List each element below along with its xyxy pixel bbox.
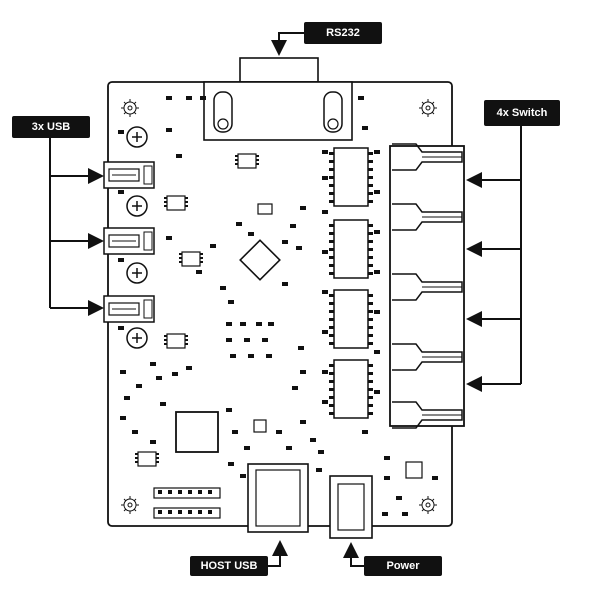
switch-ports — [389, 143, 465, 429]
rs232-connector — [203, 57, 353, 141]
magnetics-column — [328, 147, 374, 419]
callout-lines — [49, 32, 522, 567]
main-soc-chip — [239, 239, 281, 281]
rs232-label: RS232 — [304, 22, 382, 44]
host-usb-connector — [247, 463, 309, 533]
small-ics — [134, 153, 423, 479]
large-chip — [175, 411, 219, 453]
switch-label: 4x Switch — [484, 100, 560, 126]
pin-headers — [153, 487, 221, 519]
host-usb-label: HOST USB — [190, 556, 268, 576]
power-jack — [329, 475, 373, 539]
usb-label: 3x USB — [12, 116, 90, 138]
usb-ports — [103, 161, 155, 323]
power-label: Power — [364, 556, 442, 576]
